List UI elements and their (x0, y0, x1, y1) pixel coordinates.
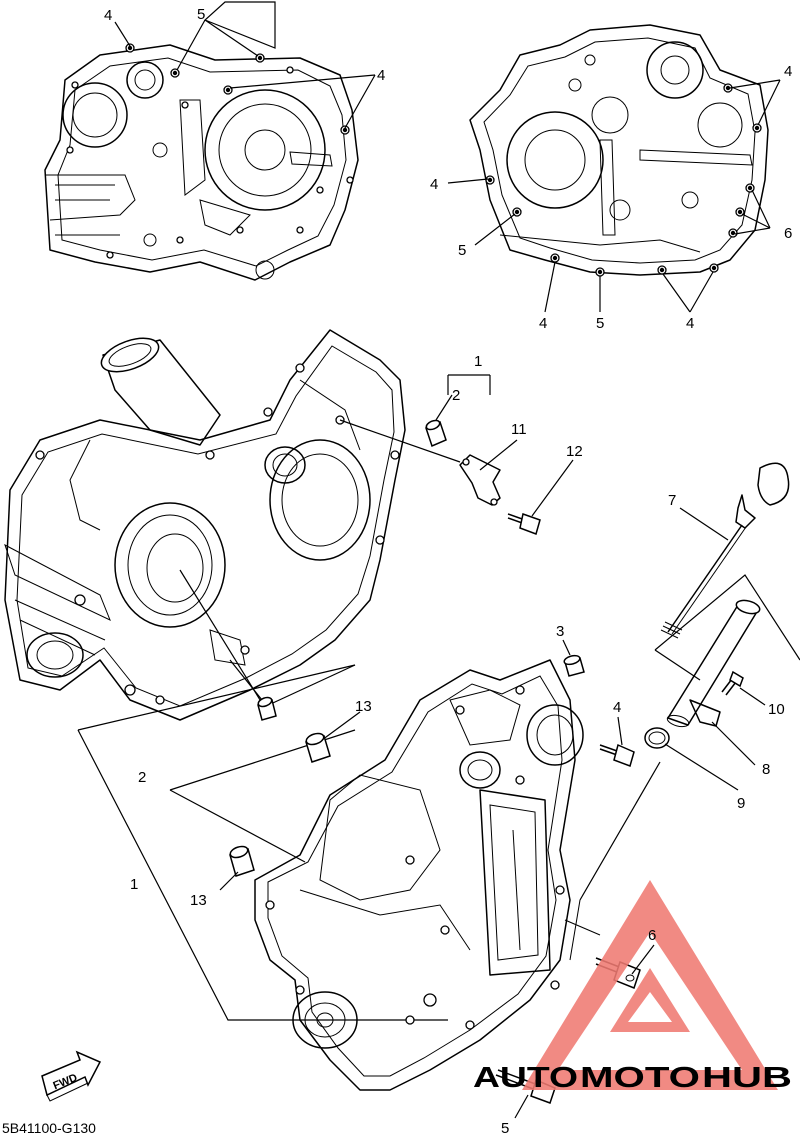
fwd-arrow-icon (41, 1050, 102, 1102)
oil-dipstick (660, 462, 790, 639)
oil-filler-tube (666, 599, 761, 728)
callout-c9: 9 (737, 795, 745, 812)
top-right-crankcase-view (447, 24, 781, 313)
watermark-brand-hub: HUB (702, 1062, 792, 1094)
watermark-triangle-inner (610, 968, 690, 1032)
callout-c5b: 5 (458, 242, 466, 259)
watermark-brand-auto: AUTO (473, 1062, 578, 1094)
callout-c6b: 6 (648, 927, 656, 944)
callout-c4d: 4 (430, 176, 438, 193)
callout-c1b: 1 (130, 876, 138, 893)
automotohub-watermark (522, 880, 778, 1090)
callout-c4b: 4 (377, 67, 385, 84)
bolt-10 (721, 670, 744, 696)
main-leader-lines (219, 394, 766, 1119)
callout-c4g: 4 (613, 699, 621, 716)
top-left-crankcase-view (44, 1, 376, 281)
callout-c2b: 2 (138, 769, 146, 786)
left-crankcase-half (4, 329, 406, 721)
callout-c7: 7 (668, 492, 676, 509)
callout-c1a: 1 (474, 353, 482, 370)
callout-c4f: 4 (686, 315, 694, 332)
right-crankcase-half (254, 659, 601, 1091)
callout-c11: 11 (511, 421, 527, 438)
callout-c8: 8 (762, 761, 770, 778)
dowel-pin-3 (563, 654, 585, 677)
callout-c4c: 4 (784, 63, 792, 80)
dowel-pin-13-upper (305, 732, 331, 763)
callout-c13b: 13 (190, 892, 207, 909)
dowel-pin-13-lower (229, 845, 255, 877)
callout-c10: 10 (768, 701, 785, 718)
bolt-12 (507, 513, 541, 535)
callout-c5a: 5 (197, 6, 205, 23)
retainer-plate (459, 454, 501, 506)
dowel-pin-upper (425, 419, 447, 448)
watermark-brand-moto: MOTO (580, 1062, 700, 1094)
watermark-triangle-outer (522, 880, 778, 1090)
callout-c12: 12 (566, 443, 583, 460)
assembly-bracket-lines (77, 374, 800, 1021)
callout-numbers: 4 5 4 4 4 5 6 4 5 4 1 2 11 12 7 3 13 4 1… (104, 6, 792, 1137)
callout-c4e: 4 (539, 315, 547, 332)
callout-c3: 3 (556, 623, 564, 640)
callout-c13a: 13 (355, 698, 372, 715)
callout-c5c: 5 (596, 315, 604, 332)
callout-c5d: 5 (501, 1120, 509, 1137)
callout-c6a: 6 (784, 225, 792, 242)
bolt-4-lower (599, 743, 635, 767)
callout-c2a: 2 (452, 387, 460, 404)
diagram-code: 5B41100-G130 (2, 1120, 96, 1136)
callout-c4a: 4 (104, 7, 112, 24)
o-ring (644, 727, 670, 749)
dowel-pin-lower (257, 696, 277, 721)
